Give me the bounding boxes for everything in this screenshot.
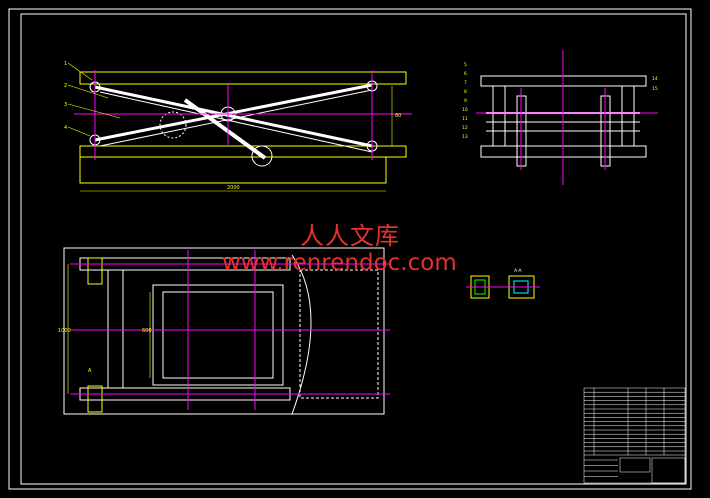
callout-4: 4 — [64, 125, 67, 131]
plan-dim-inner-label: 600 — [142, 328, 152, 334]
scissor-arm-2 — [94, 83, 373, 142]
side-callout-11: 11 — [462, 116, 468, 122]
pump-wheel — [251, 145, 273, 167]
inner-frame — [20, 13, 687, 485]
callout-3: 3 — [64, 102, 67, 108]
side-callout-14: 14 — [652, 76, 658, 82]
cylinder-gear — [159, 111, 187, 139]
dim-bottom-label: 2000 — [227, 185, 240, 191]
plan-inner-frame — [152, 284, 284, 386]
plan-mark-a: A — [88, 368, 92, 374]
leader-3 — [67, 103, 121, 119]
base-frame — [79, 145, 407, 158]
plan-view — [63, 247, 390, 415]
plan-dashed-block — [299, 269, 379, 399]
plan-dim-left-label: 1000 — [58, 328, 71, 334]
side-left-column — [492, 85, 506, 147]
side-callout-10: 10 — [462, 107, 468, 113]
side-callout-7: 7 — [464, 80, 467, 86]
front-view — [67, 62, 412, 192]
dim-right-label: 80 — [395, 113, 401, 119]
top-platform — [79, 71, 407, 85]
title-block-frame — [583, 387, 686, 484]
callout-2: 2 — [64, 83, 67, 89]
side-view — [476, 50, 658, 185]
leader-2 — [67, 84, 109, 99]
title-block-code-cell — [651, 457, 686, 484]
side-callout-5: 5 — [464, 62, 467, 68]
plan-outer — [63, 247, 385, 415]
title-block — [583, 387, 686, 484]
leader-4 — [67, 126, 91, 137]
watermark-chinese: 人人文库 — [300, 222, 400, 250]
side-callout-15: 15 — [652, 86, 658, 92]
plan-inner-frame-2 — [162, 291, 274, 379]
scissor-arm-1 — [94, 85, 373, 148]
detail-label: A-A — [514, 268, 523, 274]
side-right-column — [621, 85, 635, 147]
title-block-rows — [584, 391, 685, 477]
callout-1: 1 — [64, 61, 67, 67]
detail-view — [466, 275, 540, 299]
side-callout-13: 13 — [462, 134, 468, 140]
title-block-name-cell — [619, 457, 651, 473]
side-callout-6: 6 — [464, 71, 467, 77]
leader-1 — [67, 62, 93, 81]
ground-base — [79, 156, 387, 184]
outer-frame — [8, 8, 692, 490]
plan-roller-bottom — [87, 385, 103, 413]
side-callout-12: 12 — [462, 125, 468, 131]
watermark-url: www.renrendoc.com — [222, 250, 457, 276]
side-callout-8: 8 — [464, 89, 467, 95]
scissor-arm-3 — [99, 91, 373, 153]
side-callout-9: 9 — [464, 98, 467, 104]
plan-roller-top — [87, 257, 103, 285]
plan-break-curve — [291, 254, 312, 415]
hydraulic-cylinder — [183, 98, 267, 160]
scissor-arm-4 — [99, 89, 373, 147]
